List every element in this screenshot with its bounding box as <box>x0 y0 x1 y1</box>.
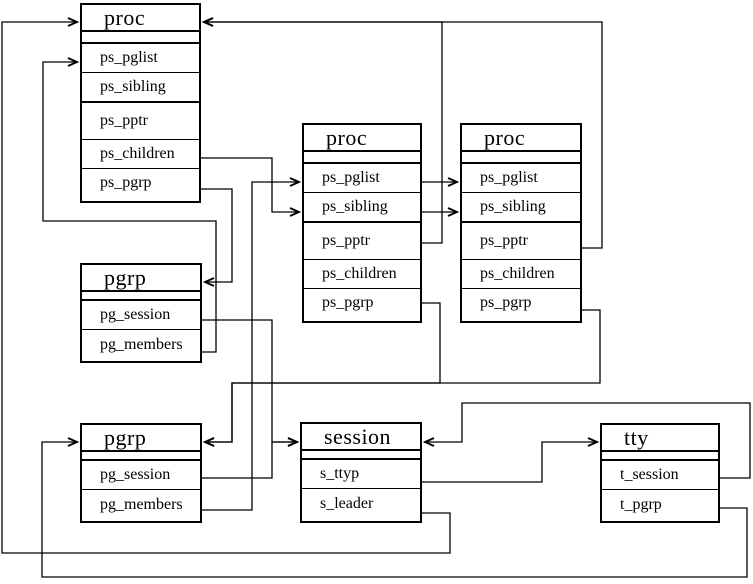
field-ps-pptr: ps_pptr <box>462 223 580 260</box>
struct-pgrp-upper: pgrp pg_session pg_members <box>80 263 202 363</box>
field-ps-pgrp: ps_pgrp <box>322 294 374 311</box>
struct-title: proc <box>82 5 199 32</box>
struct-title-separator <box>302 451 420 460</box>
struct-title: pgrp <box>82 425 200 452</box>
struct-title-separator <box>602 452 718 461</box>
field-ps-sibling: ps_sibling <box>82 73 199 103</box>
struct-title-separator <box>82 452 200 461</box>
field-ps-children: ps_children <box>462 260 580 289</box>
struct-title-separator <box>82 32 199 44</box>
field-pg-members: pg_members <box>100 495 183 513</box>
field-ps-children: ps_children <box>304 260 420 289</box>
field-ps-pgrp: ps_pgrp <box>100 174 152 191</box>
field-t-pgrp: t_pgrp <box>620 495 662 513</box>
field-pg-session: pg_session <box>82 461 200 490</box>
field-s-ttyp: s_ttyp <box>302 460 420 489</box>
struct-title-separator <box>462 152 580 164</box>
struct-proc-child-1: proc ps_pglist ps_sibling ps_pptr ps_chi… <box>302 123 422 323</box>
field-pg-members: pg_members <box>100 335 183 353</box>
field-s-leader: s_leader <box>320 494 374 512</box>
field-ps-pglist: ps_pglist <box>82 44 199 73</box>
struct-proc-parent: proc ps_pglist ps_sibling ps_pptr ps_chi… <box>80 3 201 203</box>
arrow-pg-members-lower-to-proc-child-1-pglist <box>202 182 299 511</box>
struct-pgrp-lower: pgrp pg_session pg_members <box>80 423 202 523</box>
field-ps-pptr: ps_pptr <box>82 103 199 140</box>
struct-title: pgrp <box>82 265 200 292</box>
field-ps-sibling: ps_sibling <box>462 193 580 223</box>
struct-title: proc <box>304 125 420 152</box>
field-ps-pglist: ps_pglist <box>462 164 580 193</box>
field-ps-sibling: ps_sibling <box>304 193 420 223</box>
arrow-s-ttyp-to-tty <box>422 442 597 483</box>
field-ps-pgrp: ps_pgrp <box>480 294 532 311</box>
struct-title-separator <box>304 152 420 164</box>
struct-title: proc <box>462 125 580 152</box>
field-ps-pptr: ps_pptr <box>304 223 420 260</box>
field-pg-session: pg_session <box>82 301 200 330</box>
arrow-ps-pgrp-parent-to-pgrp-upper <box>201 188 233 282</box>
arrow-pg-session-upper-to-session <box>202 319 297 442</box>
field-ps-pglist: ps_pglist <box>304 164 420 193</box>
struct-title: tty <box>602 425 718 452</box>
struct-title: session <box>302 424 420 451</box>
field-t-session: t_session <box>602 461 718 490</box>
field-ps-children: ps_children <box>82 140 199 169</box>
arrow-ps-children-parent-to-proc-child-1-sibling <box>201 157 299 212</box>
arrow-pg-session-lower-to-session <box>202 442 297 479</box>
struct-session: session s_ttyp s_leader <box>300 422 422 523</box>
struct-title-separator <box>82 292 200 301</box>
struct-tty: tty t_session t_pgrp <box>600 423 720 523</box>
struct-proc-child-2: proc ps_pglist ps_sibling ps_pptr ps_chi… <box>460 123 582 323</box>
